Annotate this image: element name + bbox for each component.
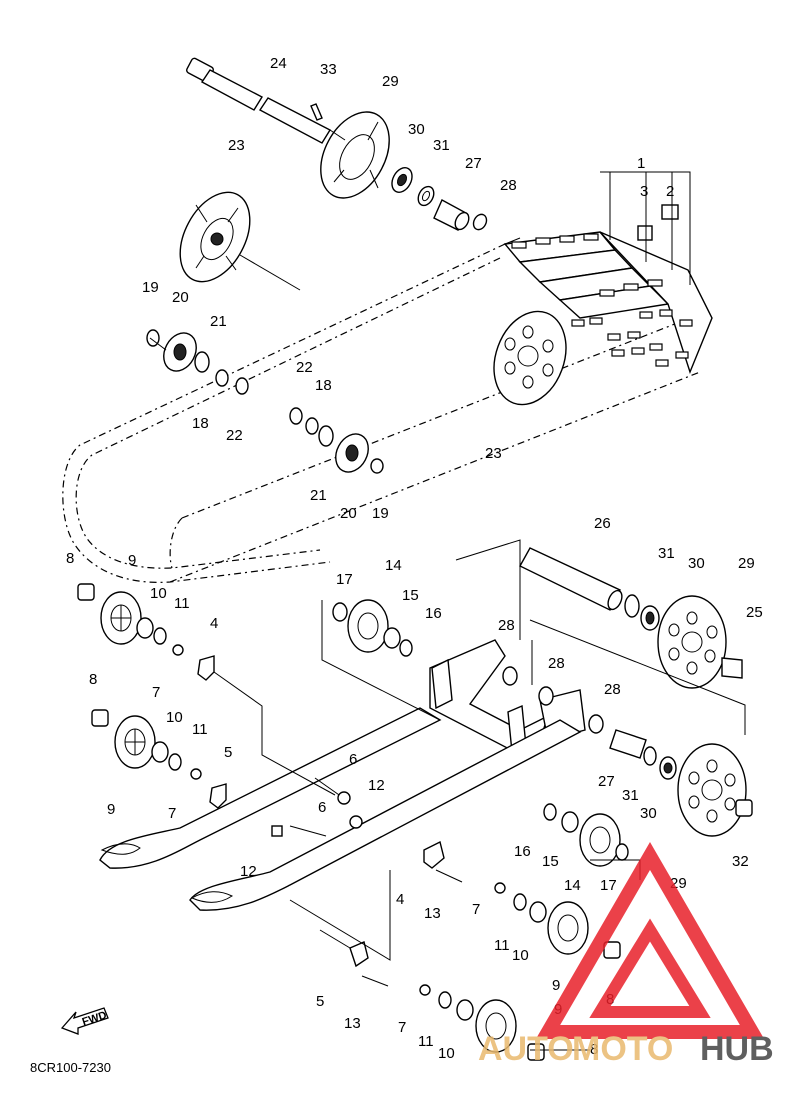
callout-7-d: 7: [398, 1019, 406, 1036]
callout-18-left: 18: [192, 415, 209, 432]
callout-12-b: 12: [240, 863, 257, 880]
callout-19-left: 19: [142, 279, 159, 296]
callout-20-left: 20: [172, 289, 189, 306]
callout-21-left: 21: [210, 313, 227, 330]
drawing-code: 8CR100-7230: [30, 1060, 111, 1075]
right-lower-axle-stack: [502, 666, 753, 837]
callout-18-mid: 18: [315, 377, 332, 394]
callout-27-right: 27: [598, 773, 615, 790]
callout-12-a: 12: [368, 777, 385, 794]
callout-14-a: 14: [385, 557, 402, 574]
forward-arrow-icon: FWD: [60, 1007, 109, 1035]
callout-24: 24: [270, 55, 287, 72]
callout-7-c: 7: [472, 901, 480, 918]
callout-8-a: 8: [66, 550, 74, 567]
idler-wheel-middle: [493, 310, 567, 406]
right-bottom-wheel: [438, 991, 545, 1061]
watermark-text-hub: HUB: [700, 1030, 774, 1068]
callout-9-c: 9: [552, 977, 560, 994]
right-upper-axle-stack: [519, 547, 743, 689]
callout-15-b: 15: [542, 853, 559, 870]
callout-10-c: 10: [512, 947, 529, 964]
callout-5-b: 5: [316, 993, 324, 1010]
rear-axle-assembly: [186, 57, 488, 231]
callout-6-b: 6: [318, 799, 326, 816]
track-clip-3: [637, 225, 653, 241]
callout-30-top: 30: [408, 121, 425, 138]
idler-wheel-upper-left: [179, 191, 301, 291]
callout-31-low: 31: [622, 787, 639, 804]
callout-28-c: 28: [604, 681, 621, 698]
callout-22-left: 22: [226, 427, 243, 444]
callout-16-a: 16: [425, 605, 442, 622]
callout-31-right: 31: [658, 545, 675, 562]
callout-27-top: 27: [465, 155, 482, 172]
callout-9-b: 9: [107, 801, 115, 818]
callout-11-d: 11: [418, 1033, 434, 1050]
callout-29-right: 29: [738, 555, 755, 572]
track-clip-2: [661, 204, 679, 220]
callout-9-a: 9: [128, 552, 136, 569]
watermark-text-moto: MOTO: [572, 1030, 673, 1068]
left-upper-wheel: [77, 583, 184, 656]
track-lugs: [503, 204, 713, 375]
callout-16-b: 16: [514, 843, 531, 860]
callout-26: 26: [594, 515, 611, 532]
watermark-logo: AUTO MOTO HUB: [478, 842, 774, 1068]
callout-20-mid: 20: [340, 505, 357, 522]
callout-7-a: 7: [152, 684, 160, 701]
callout-17-a: 17: [336, 571, 353, 588]
callout-11-b: 11: [192, 721, 208, 738]
callout-10-d: 10: [438, 1045, 455, 1062]
callout-30-right: 30: [688, 555, 705, 572]
callout-28-a: 28: [498, 617, 515, 634]
right-mid-wheel: [513, 893, 621, 959]
callout-23-top: 23: [228, 137, 245, 154]
callout-10-b: 10: [166, 709, 183, 726]
callout-7-b: 7: [168, 805, 176, 822]
callout-29-top: 29: [382, 73, 399, 90]
callout-2: 2: [666, 183, 674, 200]
callout-19-mid: 19: [372, 505, 389, 522]
callout-31-top: 31: [433, 137, 450, 154]
callout-8-b: 8: [89, 671, 97, 688]
callout-4-b: 4: [396, 891, 404, 908]
callout-5-a: 5: [224, 744, 232, 761]
callout-8-d: 8: [590, 1041, 598, 1058]
upper-left-bearing-stack: [146, 329, 249, 395]
forward-label: FWD: [81, 1009, 109, 1028]
middle-bearing-stack: [289, 407, 384, 474]
watermark-text-auto: AUTO: [478, 1030, 574, 1068]
center-wheel-lower: [543, 803, 629, 867]
callout-1: 1: [637, 155, 645, 172]
callout-21-mid: 21: [310, 487, 327, 504]
slide-rail-frame: [99, 639, 586, 911]
callout-4-a: 4: [210, 615, 218, 632]
callout-28-top: 28: [500, 177, 517, 194]
callout-33: 33: [320, 61, 337, 78]
callout-14-b: 14: [564, 877, 581, 894]
callout-23-mid: 23: [485, 445, 502, 462]
callout-6-a: 6: [349, 751, 357, 768]
callout-28-b: 28: [548, 655, 565, 672]
callout-32: 32: [732, 853, 749, 870]
callout-10-a: 10: [150, 585, 167, 602]
callout-17-b: 17: [600, 877, 617, 894]
callout-13-b: 13: [344, 1015, 361, 1032]
suspension-hardware: [197, 655, 506, 996]
callout-30-low: 30: [640, 805, 657, 822]
center-wheel-upper: [332, 599, 413, 657]
callout-13-a: 13: [424, 905, 441, 922]
callout-15-a: 15: [402, 587, 419, 604]
callout-11-c: 11: [494, 937, 510, 954]
callout-11-a: 11: [174, 595, 190, 612]
left-lower-wheel: [91, 709, 202, 780]
callout-25: 25: [746, 604, 763, 621]
callout-labels: 24 33 29 30 31 27 28 23 1 3 2 19 20 21 2…: [66, 55, 763, 1062]
callout-3: 3: [640, 183, 648, 200]
callout-22-mid: 22: [296, 359, 313, 376]
